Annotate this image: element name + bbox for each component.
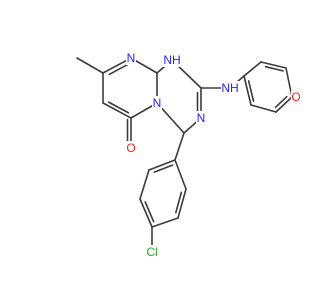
atom-labels: N NH N N NH O O Cl	[126, 51, 300, 259]
double-bond-31	[108, 101, 130, 114]
double-bond-36	[247, 80, 255, 103]
bond-27	[177, 188, 187, 219]
bond-3	[102, 102, 132, 119]
nh-amine-label-bg	[221, 81, 239, 95]
ketone-oxygen-label: O	[126, 141, 135, 155]
double-bond-30	[108, 63, 130, 76]
chlorine-label: Cl	[146, 245, 157, 259]
nh-ring-label: NH	[163, 53, 180, 67]
molecule-structure: N NH N N NH O O Cl	[76, 51, 300, 259]
bond-28	[174, 159, 187, 190]
nitrogen-bridge-label: N	[153, 96, 162, 110]
bond-25	[139, 198, 153, 228]
double-bond-38	[144, 201, 155, 223]
bond-23	[148, 159, 176, 171]
nitrogen-label-bg	[126, 51, 136, 65]
ether-oxygen-label: O	[291, 90, 300, 104]
bond-19	[250, 104, 277, 113]
bonds	[76, 57, 297, 253]
nitrogen-bridge-label-bg	[152, 96, 162, 110]
bond-15	[243, 61, 262, 77]
chlorine-label-bg	[143, 245, 161, 259]
double-bond-39	[175, 191, 183, 214]
nh-ring-label-bg	[163, 53, 181, 67]
nitrogen-imine-label: N	[197, 111, 206, 125]
bond-0	[76, 57, 104, 74]
bond-20	[243, 75, 252, 106]
double-bond-37	[153, 164, 174, 173]
double-bond-35	[274, 95, 288, 108]
double-bond-34	[264, 65, 284, 72]
nh-amine-label: NH	[221, 81, 238, 95]
nitrogen-imine-label-bg	[196, 111, 206, 125]
ether-oxygen-label-bg	[291, 90, 300, 104]
bond-18	[275, 96, 293, 113]
nitrogen-label: N	[127, 51, 136, 65]
bond-22	[174, 132, 185, 161]
bond-16	[260, 61, 287, 69]
ketone-oxygen-label-bg	[126, 141, 136, 155]
bond-26	[151, 217, 179, 228]
bond-24	[139, 169, 150, 200]
